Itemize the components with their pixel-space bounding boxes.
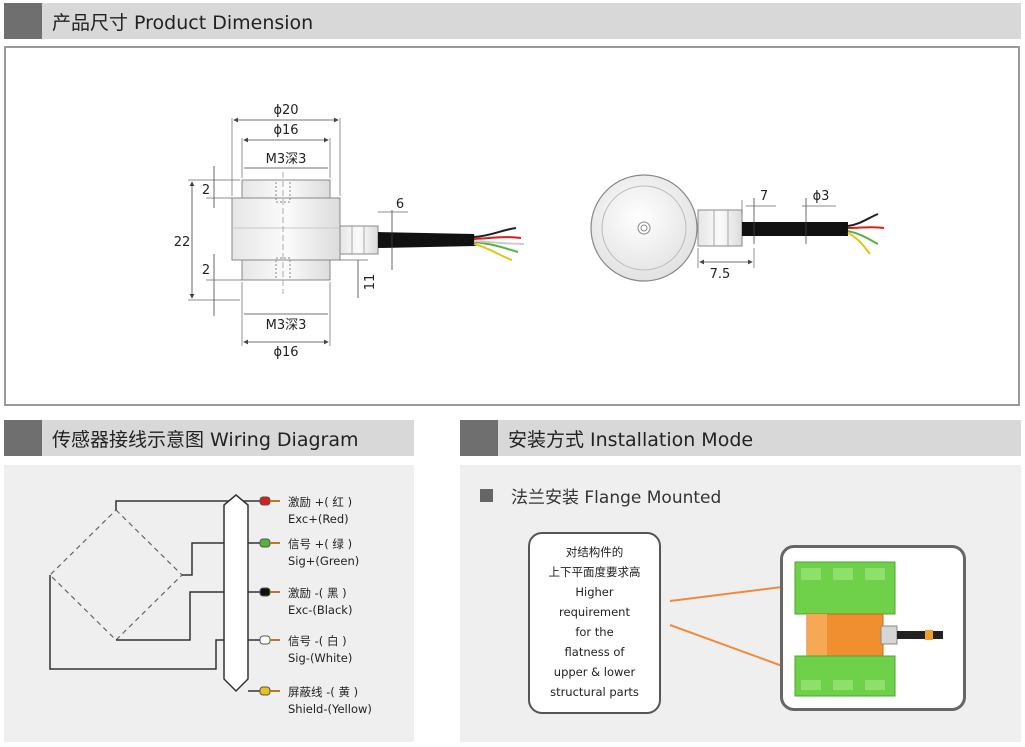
top-flange xyxy=(241,179,331,199)
note-line: structural parts xyxy=(550,685,639,699)
dimension-drawing-panel: ϕ20 ϕ16 M3深3 22 2 2 M3深3 xyxy=(4,46,1020,406)
header-square-icon xyxy=(460,420,498,456)
wire-ends xyxy=(259,496,280,696)
wire-end xyxy=(259,496,280,506)
side-view: ϕ20 ϕ16 M3深3 22 2 2 M3深3 xyxy=(174,103,525,360)
wire-end xyxy=(259,686,280,696)
section-header-wiring-diagram: 传感器接线示意图 Wiring Diagram xyxy=(4,420,414,456)
dim-phi20: ϕ20 xyxy=(273,103,298,118)
section-title: 产品尺寸 Product Dimension xyxy=(52,11,314,34)
front-cable xyxy=(742,222,848,236)
note-line: flatness of xyxy=(564,645,625,659)
note-line: requirement xyxy=(559,605,630,619)
dim-thread-top: M3深3 xyxy=(266,152,307,167)
cable-gland xyxy=(339,225,379,255)
header-square-icon xyxy=(4,420,42,456)
wire-insulation xyxy=(259,538,271,548)
front-cable-gland xyxy=(697,209,743,247)
note-line: 对结构件的 xyxy=(565,545,624,559)
section-title: 安装方式 Installation Mode xyxy=(508,428,754,451)
header-square-icon xyxy=(4,3,42,39)
wire-end xyxy=(259,587,280,597)
note-line: Higher xyxy=(575,585,614,599)
wire-label-en: Exc+(Red) xyxy=(288,512,349,526)
flatness-note: 对结构件的 上下平面度要求高 Higher requirement for th… xyxy=(528,532,661,714)
wire-insulation xyxy=(259,686,271,696)
dim-7: 7 xyxy=(760,189,768,204)
wire-insulation xyxy=(259,635,271,645)
installation-photo xyxy=(780,545,966,711)
main-body xyxy=(231,197,341,261)
dim-6: 6 xyxy=(396,197,404,212)
flange-title-text: 法兰安装 Flange Mounted xyxy=(511,488,722,508)
wire-label-en: Sig-(White) xyxy=(288,651,352,665)
arrow-lower xyxy=(669,624,796,671)
bullet-square-icon xyxy=(480,489,493,502)
installation-panel: 法兰安装 Flange Mounted 对结构件的 上下平面度要求高 Highe… xyxy=(460,465,1021,742)
wire-labels: 激励 +( 红 ) Exc+(Red) 信号 +( 绿 ) Sig+(Green) 激励… xyxy=(288,495,372,716)
dim-2-top: 2 xyxy=(202,183,210,198)
wire-label-cn: 屏蔽线 -( 黄 ) xyxy=(288,685,358,699)
wire-insulation xyxy=(259,496,271,506)
cable-bundle xyxy=(223,494,249,693)
installation-illustration xyxy=(794,561,943,697)
section-header-installation-mode: 安装方式 Installation Mode xyxy=(460,420,1021,456)
bottom-flange xyxy=(241,259,331,281)
note-line: 上下平面度要求高 xyxy=(548,565,641,579)
wiring-diagram-panel: 激励 +( 红 ) Exc+(Red) 信号 +( 绿 ) Sig+(Green) 激励… xyxy=(4,465,414,742)
dim-height-22: 22 xyxy=(174,235,191,250)
wire-label-en: Exc-(Black) xyxy=(288,603,352,617)
flange-title: 法兰安装 Flange Mounted xyxy=(480,483,721,508)
dim-2-bottom: 2 xyxy=(202,263,210,278)
note-line: upper & lower xyxy=(553,665,636,679)
bridge-diamond xyxy=(49,509,183,641)
section-header-product-dimension: 产品尺寸 Product Dimension xyxy=(4,3,1021,39)
cable xyxy=(378,232,476,248)
wire-label-cn: 激励 +( 红 ) xyxy=(288,495,352,509)
note-line: for the xyxy=(575,625,614,639)
wire-label-cn: 信号 -( 白 ) xyxy=(288,634,347,648)
wire-label-en: Shield-(Yellow) xyxy=(288,702,372,716)
dim-11: 11 xyxy=(363,274,378,291)
dim-phi16-bottom: ϕ16 xyxy=(273,345,298,360)
dim-phi16-top: ϕ16 xyxy=(273,123,298,138)
front-view: 7 ϕ3 7.5 xyxy=(590,174,885,282)
dim-phi3: ϕ3 xyxy=(813,189,830,204)
wiring-diagram: 激励 +( 红 ) Exc+(Red) 信号 +( 绿 ) Sig+(Green) 激励… xyxy=(49,494,372,716)
wire-label-en: Sig+(Green) xyxy=(288,554,359,568)
wire-label-cn: 信号 +( 绿 ) xyxy=(288,537,352,551)
wire-label-cn: 激励 -( 黑 ) xyxy=(288,586,347,600)
section-title: 传感器接线示意图 Wiring Diagram xyxy=(52,428,359,451)
wire-end xyxy=(259,538,280,548)
dim-7-5: 7.5 xyxy=(710,267,731,282)
dimension-drawing: ϕ20 ϕ16 M3深3 22 2 2 M3深3 xyxy=(174,103,885,360)
dim-thread-bottom: M3深3 xyxy=(266,318,307,333)
arrow-upper xyxy=(669,585,798,602)
wire-insulation xyxy=(259,587,271,597)
wire-end xyxy=(259,635,280,645)
